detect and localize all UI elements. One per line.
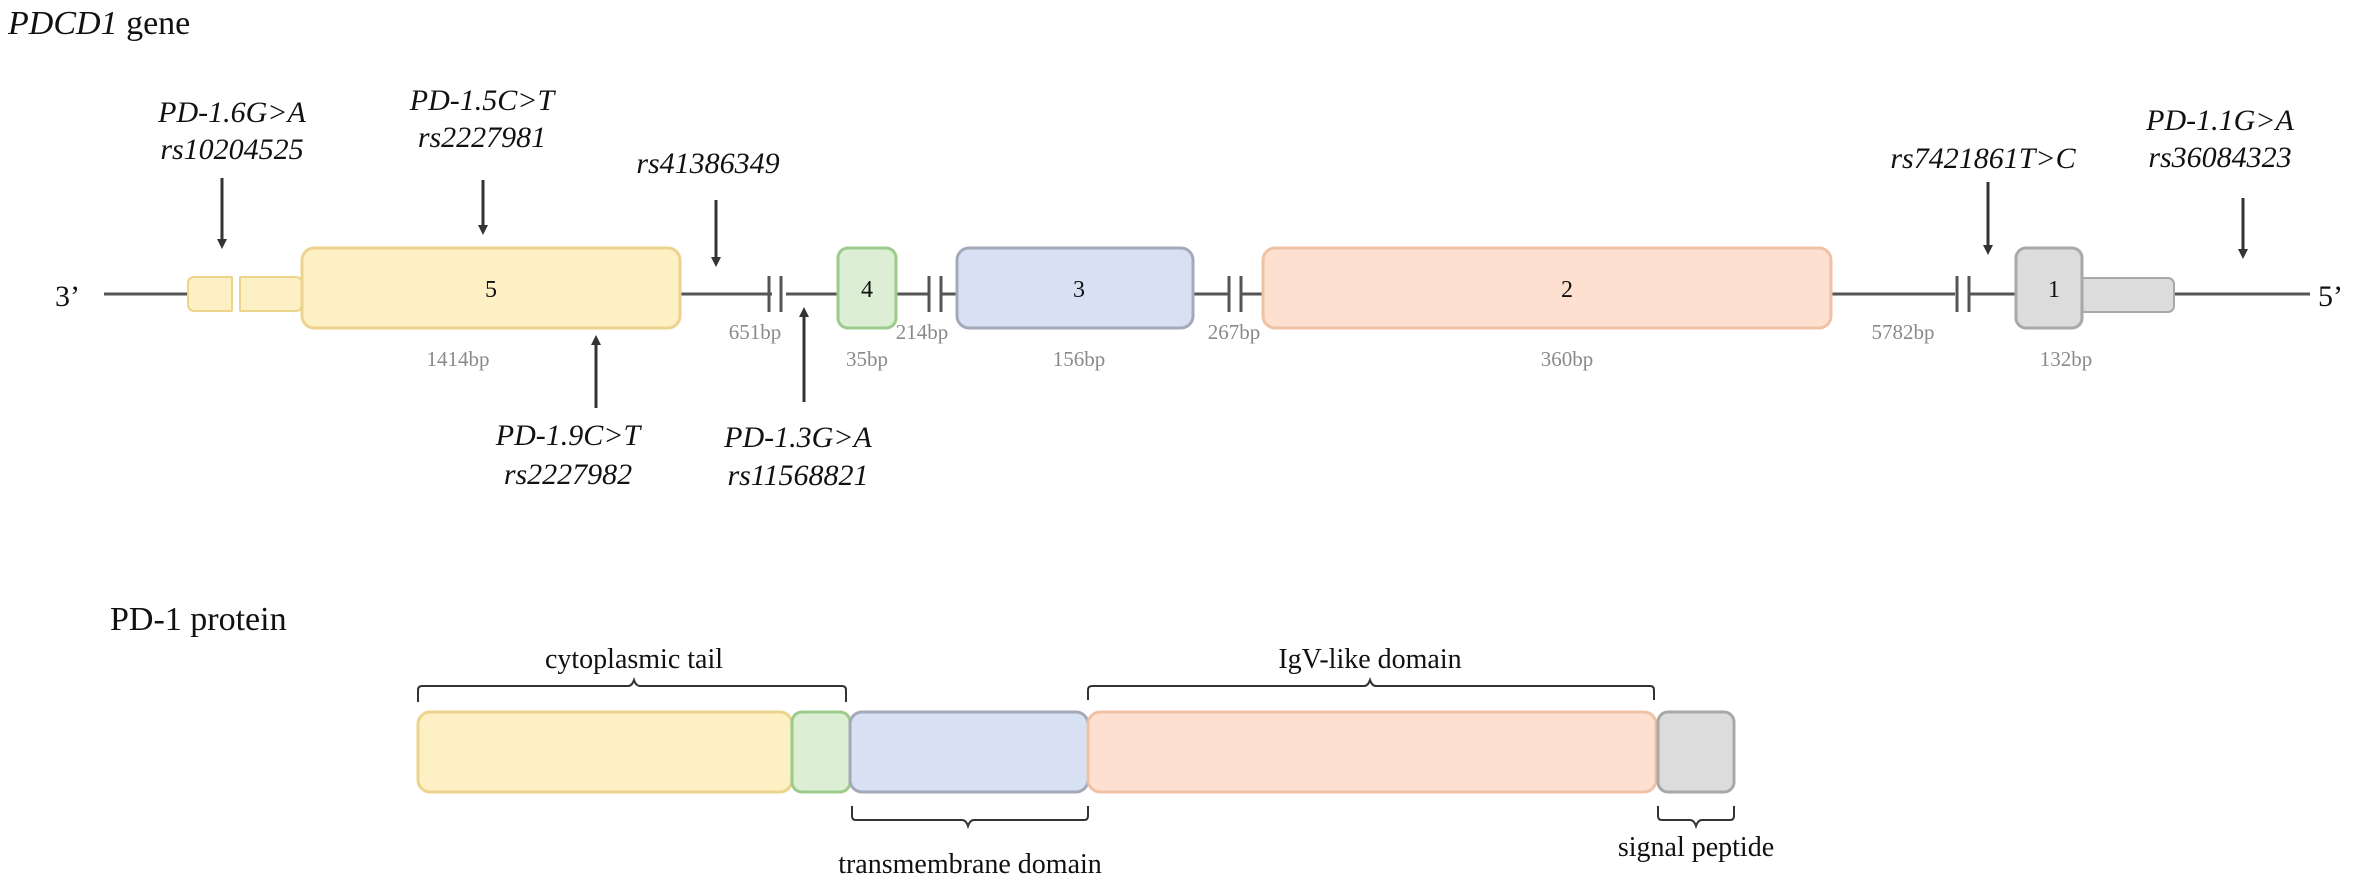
domain-braces <box>417 676 1735 830</box>
exon-4-size: 35bp <box>846 347 888 371</box>
exon-1-size: 132bp <box>2040 347 2093 371</box>
three-prime-label: 3’ <box>55 280 80 313</box>
exon-2: 2 <box>1261 246 1833 330</box>
snp-labels-top: PD-1.6G>A rs10204525 PD-1.5C>T rs2227981… <box>157 84 2295 267</box>
exon-5-size: 1414bp <box>427 347 490 371</box>
brace-cytoplasmic <box>417 676 847 702</box>
exon-3-label: 3 <box>1073 277 1085 303</box>
snp-rs74: rs7421861T>C <box>1890 142 2077 255</box>
protein-segment-cytoplasmic <box>416 710 794 794</box>
exon-4: 4 <box>836 246 898 330</box>
brace-igv <box>1087 676 1655 700</box>
snp-pd13-rs: rs11568821 <box>727 459 868 492</box>
snp-pd16-name: PD-1.6G>A <box>157 96 306 129</box>
snp-pd13-name: PD-1.3G>A <box>723 421 872 454</box>
domain-label-signal: signal peptide <box>1618 832 1774 863</box>
intron-break-marks <box>767 276 1971 312</box>
protein-segment-exon4 <box>790 710 852 794</box>
exon-1: 1 <box>2014 246 2175 330</box>
five-prime-label: 5’ <box>2318 280 2343 313</box>
brace-signal <box>1657 806 1735 830</box>
protein-segment-transmembrane <box>848 710 1090 794</box>
protein-title: PD-1 protein <box>110 601 287 638</box>
domain-labels: cytoplasmic tail transmembrane domain Ig… <box>545 644 1774 880</box>
gene-title-name: PDCD1 <box>7 5 118 42</box>
exon-3: 3 <box>955 246 1195 330</box>
snp-rs41: rs41386349 <box>636 147 780 267</box>
exon-2-label: 2 <box>1561 277 1573 303</box>
snp-labels-bottom: PD-1.9C>T rs2227982 PD-1.3G>A rs11568821 <box>495 307 873 492</box>
brace-transmembrane <box>851 806 1089 830</box>
exon-5: 5 <box>300 246 682 330</box>
snp-pd19-name: PD-1.9C>T <box>495 419 643 452</box>
snp-pd15-name: PD-1.5C>T <box>409 84 557 117</box>
exon-1-label: 1 <box>2048 277 2060 303</box>
snp-pd16: PD-1.6G>A rs10204525 <box>157 96 307 249</box>
intron-5-4-size: 651bp <box>729 320 782 344</box>
gene-title-suffix: gene <box>118 5 191 42</box>
snp-pd19: PD-1.9C>T rs2227982 <box>495 335 643 491</box>
snp-pd16-rs: rs10204525 <box>160 133 303 166</box>
domain-label-igv: IgV-like domain <box>1278 644 1461 675</box>
snp-pd13: PD-1.3G>A rs11568821 <box>723 307 873 492</box>
domain-label-transmembrane: transmembrane domain <box>838 849 1102 880</box>
exon-2-size: 360bp <box>1541 347 1594 371</box>
exon-5-label: 5 <box>485 277 497 303</box>
size-labels: 1414bp 651bp 35bp 214bp 156bp 267bp 360b… <box>427 320 2093 371</box>
snp-pd15: PD-1.5C>T rs2227981 <box>409 84 557 235</box>
intron-4-3-size: 214bp <box>896 320 949 344</box>
protein-segment-signal <box>1656 710 1736 794</box>
domain-label-cytoplasmic: cytoplasmic tail <box>545 644 723 675</box>
exon-3-size: 156bp <box>1053 347 1106 371</box>
protein-bar <box>416 710 1736 794</box>
snp-pd11-rs: rs36084323 <box>2148 141 2291 174</box>
snp-pd11-name: PD-1.1G>A <box>2145 104 2294 137</box>
snp-pd19-rs: rs2227982 <box>504 458 632 491</box>
snp-rs74-rs: rs7421861T>C <box>1890 142 2076 175</box>
protein-segment-igv <box>1086 710 1658 794</box>
snp-pd15-rs: rs2227981 <box>418 121 546 154</box>
exon-4-label: 4 <box>861 277 873 303</box>
exon-5-utr <box>187 275 303 313</box>
gene-title: PDCD1 gene <box>7 5 190 42</box>
snp-rs41-rs: rs41386349 <box>636 147 779 180</box>
snp-pd11: PD-1.1G>A rs36084323 <box>2145 104 2295 259</box>
intron-3-2-size: 267bp <box>1208 320 1261 344</box>
intron-2-1-size: 5782bp <box>1872 320 1935 344</box>
